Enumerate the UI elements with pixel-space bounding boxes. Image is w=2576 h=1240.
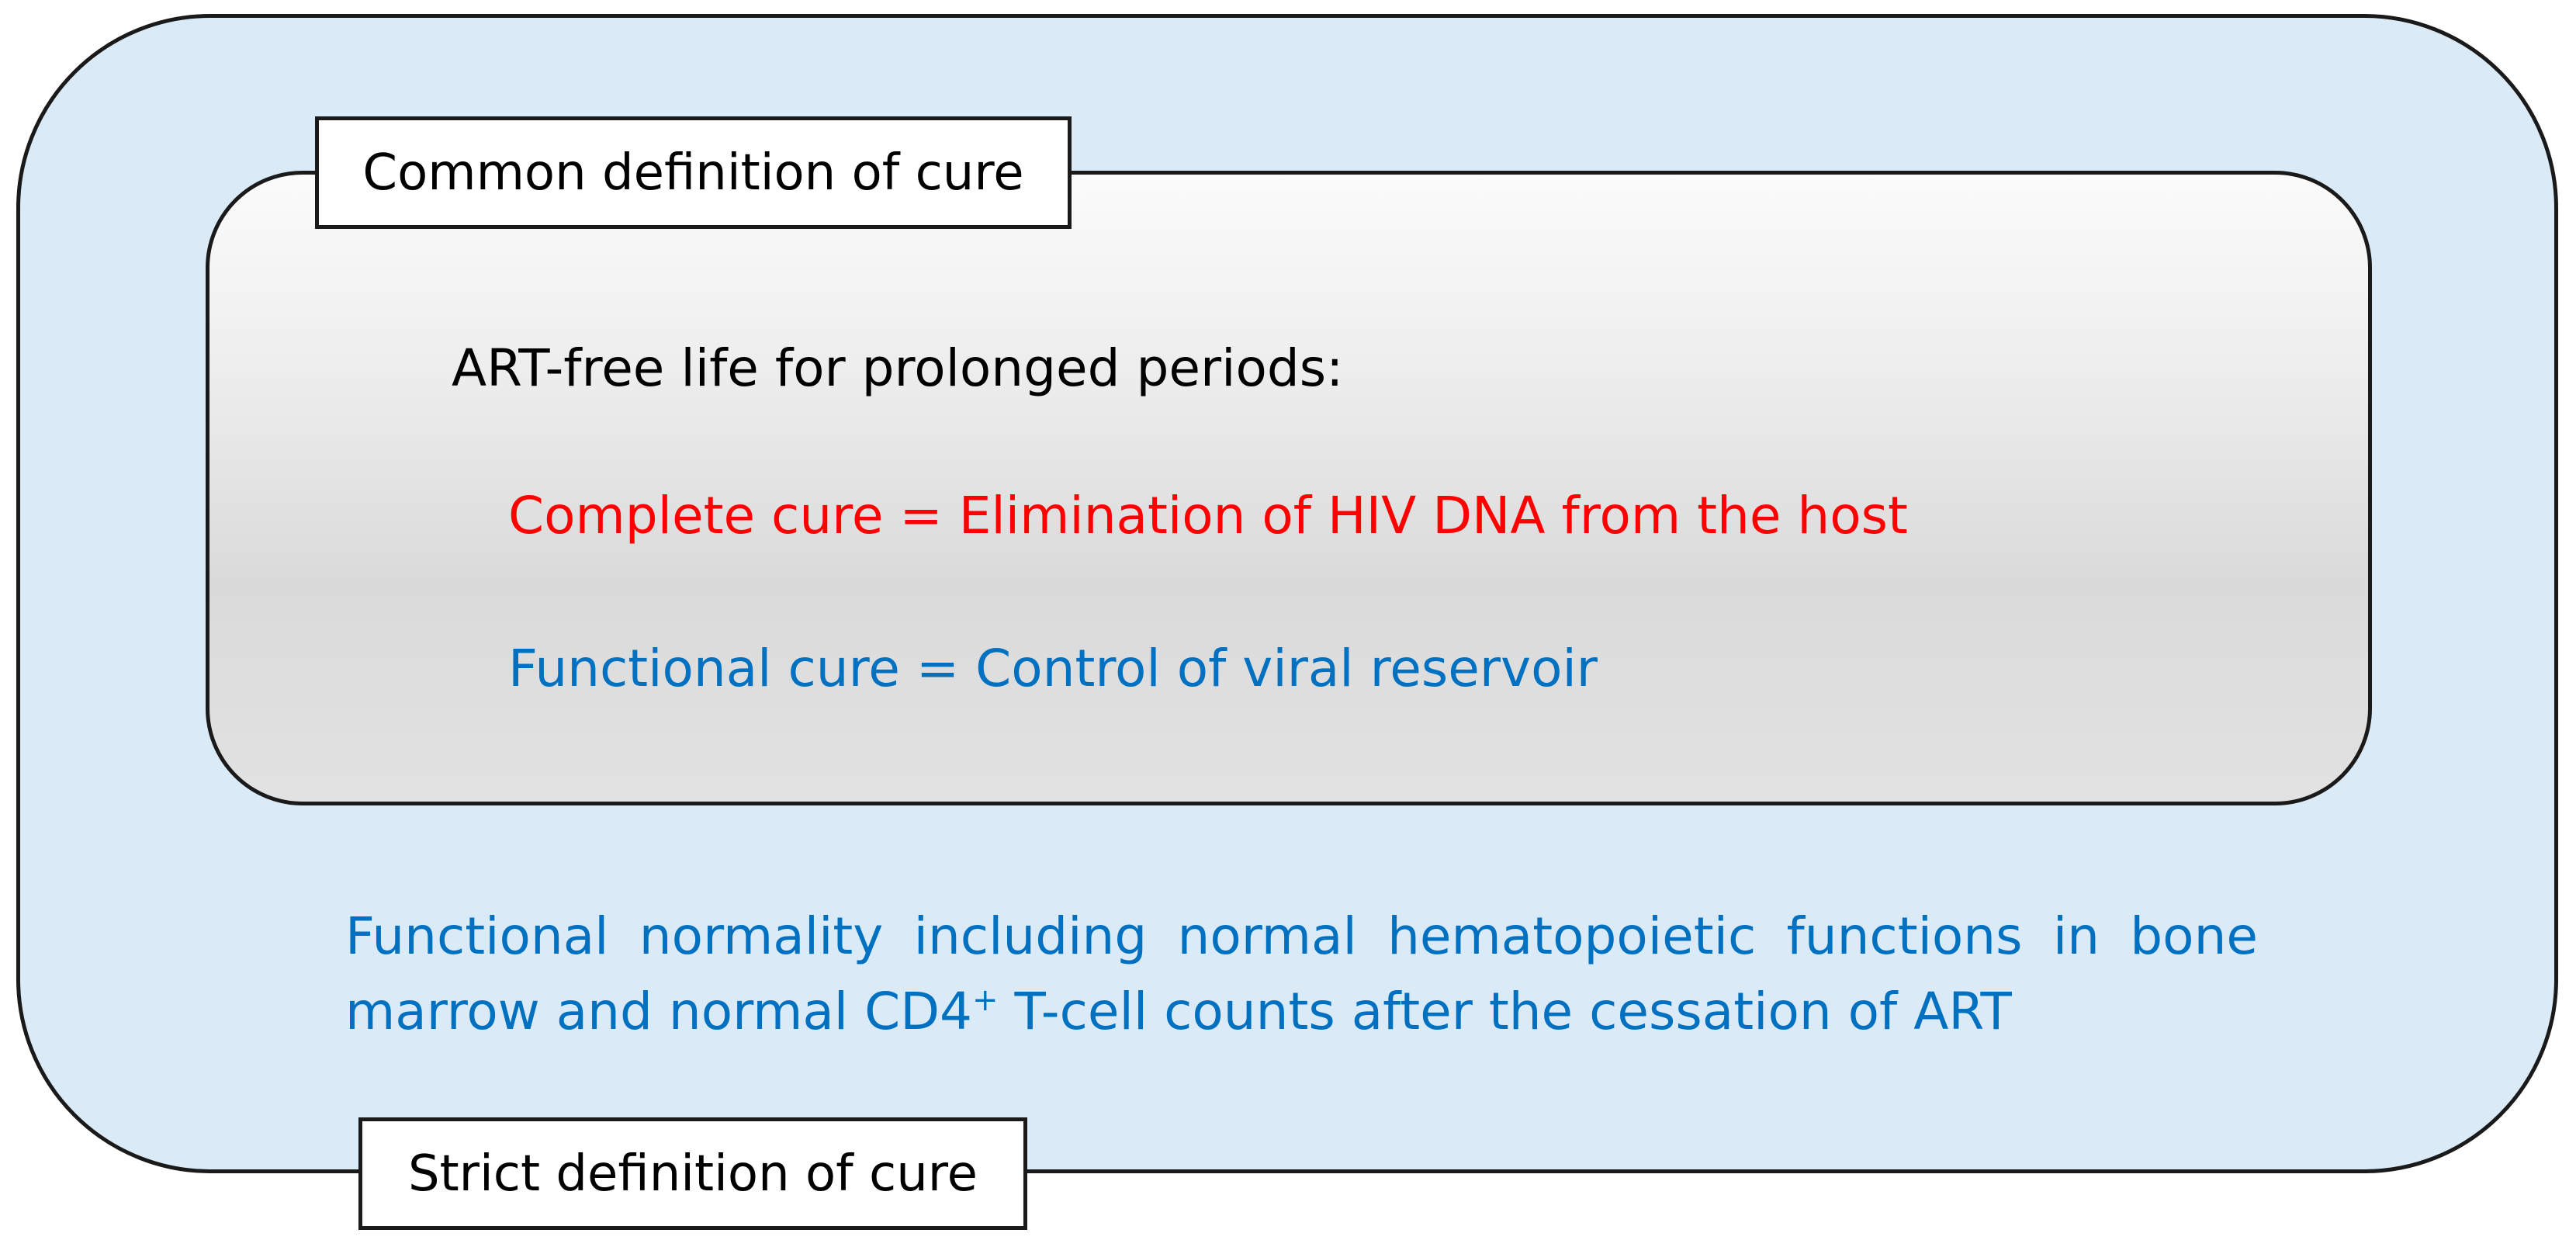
functional-cure-text: Functional cure = Control of viral reser…	[508, 639, 1598, 698]
complete-cure-text: Complete cure = Elimination of HIV DNA f…	[508, 486, 1908, 546]
common-definition-region	[206, 171, 2372, 805]
common-definition-label-text: Common definition of cure	[362, 144, 1024, 202]
strict-description-part-1: Functional normality including normal he…	[345, 906, 2258, 1041]
common-definition-label: Common definition of cure	[315, 116, 1072, 229]
strict-definition-description: Functional normality including normal he…	[345, 899, 2258, 1049]
strict-description-part-2: T-cell counts after the cessation of ART	[998, 982, 2012, 1041]
strict-definition-label: Strict definition of cure	[358, 1117, 1027, 1230]
strict-definition-label-text: Strict definition of cure	[407, 1145, 978, 1203]
art-free-heading: ART-free life for prolonged periods:	[452, 338, 1344, 398]
superscript-plus: +	[972, 982, 999, 1018]
